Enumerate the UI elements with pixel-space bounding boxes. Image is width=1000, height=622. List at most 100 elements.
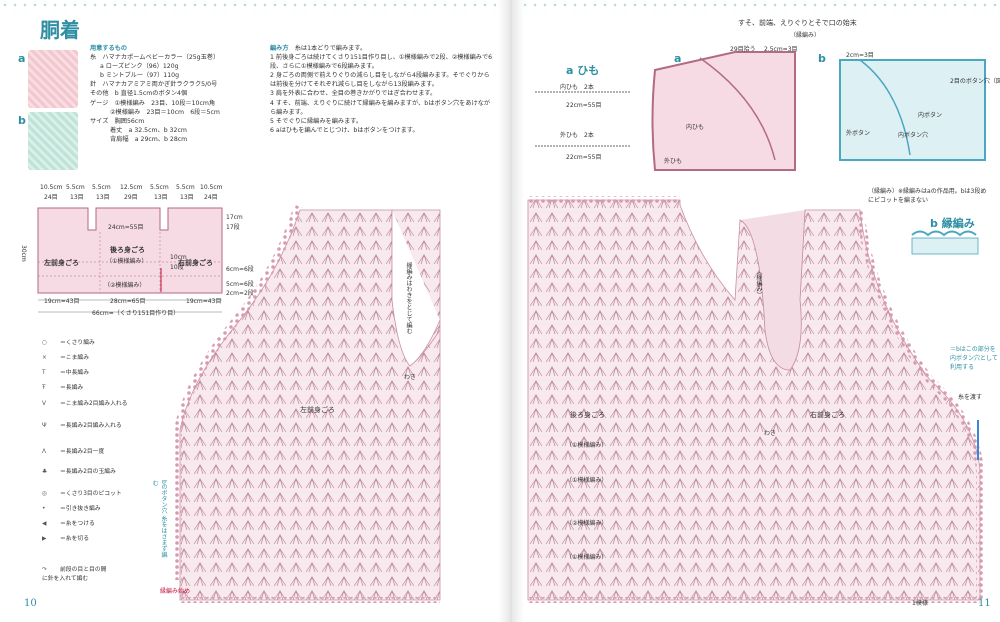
symbol-legend-item: ◀＝糸をつける: [42, 521, 95, 527]
garment-a-note: 外ひも: [664, 158, 683, 165]
dim-side-label: 2cm=2段: [226, 290, 254, 297]
bottom-dim: 28cm=65目: [110, 298, 146, 305]
garment-b-note: 内ボタン: [918, 112, 943, 119]
left-front-label: 左前身ごろ: [44, 259, 79, 267]
method-step: 3 肩を外表に合わせ、全目の巻きかがりではぎ合わせます。: [270, 90, 437, 98]
edge-start-label: 縁編み始め: [160, 588, 191, 595]
dim-label: 12.5cm: [120, 184, 143, 191]
garment-b-note: 2cm=3目: [846, 52, 874, 59]
dim-label: 24目: [44, 194, 58, 201]
garment-a-tag: a: [674, 52, 682, 65]
dim-label: 13目: [154, 194, 168, 201]
garment-a-diagram: [651, 51, 796, 171]
back-chart-label: 後ろ身ごろ: [570, 411, 605, 419]
method-header: 編み方: [270, 45, 289, 52]
cord-inner-length: 22cm=55目: [566, 102, 602, 109]
one-pattern-label: 1模様: [912, 600, 928, 607]
sample-a-photo: [28, 50, 78, 108]
symbol-legend-item: Ŧ＝長編み: [42, 385, 84, 391]
dim-label: 13目: [70, 194, 84, 201]
garment-b-note: 内ボタン穴: [898, 132, 929, 139]
symbol-legend-item: ↷前段の目と目の間に針を入れて編む: [42, 567, 107, 582]
pattern-label: （①模様編み）: [566, 554, 608, 561]
garment-a-note: 2.5cm=3目: [764, 46, 798, 53]
dim-label: 5.5cm: [92, 184, 111, 191]
page-number-left: 10: [24, 598, 37, 609]
pattern-label: （①模様編み）: [566, 477, 608, 484]
bottom-dim: 19cm=43目: [186, 298, 222, 305]
cord-outer-length: 22cm=55目: [566, 154, 602, 161]
hem-diagram-title: すそ、前端、えりぐりとそで口の始末: [738, 19, 857, 27]
waki-label: わき: [404, 374, 417, 381]
method-step: 5 そでぐりに縁編みを編みます。: [270, 117, 363, 125]
height-label: 30cm: [20, 245, 27, 262]
dim-side-label: 17段: [226, 224, 240, 231]
b-edging-title: b 縁編み: [930, 217, 975, 230]
body-schematic: [37, 207, 223, 313]
back-body-label: 後ろ身ごろ: [110, 246, 145, 254]
dim-label: 29目: [124, 194, 138, 201]
left-front-chart-label: 左前身ごろ: [300, 406, 335, 414]
cord-inner-label: 内ひも 2本: [560, 84, 594, 91]
method-step: 6 aはひもを編んでとじつけ、bはボタンをつけます。: [270, 126, 419, 134]
symbol-legend-item: ×＝こま編み: [42, 355, 89, 361]
pattern2-label: （②模様編み）: [104, 282, 146, 289]
dim-label: 5.5cm: [150, 184, 169, 191]
materials-line: b ミントブルー（97）110g: [100, 72, 180, 80]
method-lead: 糸は1本どりで編みます。: [294, 45, 367, 52]
dim-label: 13目: [180, 194, 194, 201]
sample-b-label: b: [18, 114, 26, 127]
edging-note: （縁編み）※縁編みはaの作品用。bは3段めにピコットを編まない: [868, 188, 987, 204]
symbol-legend-item: V＝こま編み2目編み入れる: [42, 401, 128, 407]
page-title: 胴着: [40, 18, 80, 42]
dim-label: 10.5cm: [200, 184, 223, 191]
method-step: 1 前後身ごろは続けてくさり151目作り目し、①模様編みで2段、②模様編みで6段…: [270, 54, 493, 71]
dim-side-label: 17cm: [226, 214, 243, 221]
materials-line: 糸 ハマナカポームベビーカラー（25g玉巻）: [90, 54, 220, 62]
garment-a-note: 29目拾う: [730, 46, 756, 53]
materials-line: ②模様編み 23目＝10cm 6段＝5cm: [110, 108, 220, 116]
garment-b-note: 外ボタン: [846, 130, 871, 137]
method-step: 4 すそ、前端、えりぐりに続けて縁編みを編みますが、bはボタン穴をあけながら編み…: [270, 99, 491, 116]
materials-line: a ローズピンク（96）120g: [100, 63, 179, 71]
b-buttonhole-part-note: ＝bはこの部分を内ボタン穴として利用する: [950, 346, 998, 371]
back-pattern-label: （①模様編み）: [566, 442, 608, 449]
materials-line: 背肩幅 a 29cm、b 28cm: [110, 135, 188, 143]
materials-header: 用意するもの: [90, 45, 128, 52]
garment-b-note: 2目のボタン穴（図参照）: [950, 78, 1000, 85]
dim-side-label: 5cm=6段: [226, 281, 254, 288]
bottom-dim: 19cm=43目: [44, 298, 80, 305]
symbol-legend-item: Λ＝長編み2目一度: [42, 449, 105, 455]
cord-diagram: [535, 91, 630, 147]
materials-line: ゲージ ①模様編み 23目、10段＝10cm角: [90, 99, 216, 107]
b-buttonhole-note: bのボタン穴 糸をはさまず編む: [151, 480, 167, 558]
symbol-legend-item: ♣＝長編み2目の玉編み: [42, 469, 116, 475]
yarn-note: 糸を渡す: [958, 394, 983, 401]
symbol-legend-item: •＝引き抜き編み: [42, 506, 101, 512]
dim-label: 5.5cm: [176, 184, 195, 191]
left-chart: [174, 204, 441, 603]
symbol-legend-item: ○＝くさり編み: [42, 340, 95, 346]
pattern1-label: （①模様編み）: [106, 258, 148, 265]
cord-outer-label: 外ひも 2本: [560, 132, 594, 139]
method-block: 編み方 糸は1本どりで編みます。 1 前後身ごろは続けてくさり151目作り目し、…: [270, 44, 495, 135]
dim-side-label: 10cm: [170, 254, 187, 261]
center-note: 縁編みはわきをとじて編む: [405, 262, 412, 334]
method-step: 2 身ごろの両側で前えりぐりの減らし目をしながら4段編みます。そでぐりからは前後…: [270, 72, 490, 89]
materials-line: その他 b 直径1.5cmのボタン4個: [90, 90, 188, 98]
symbol-legend-item: T＝中長編み: [42, 370, 89, 376]
materials-line: 針 ハマナカアミアミ両かぎ針ラクラク5/0号: [90, 81, 218, 89]
hem-diagram-subtitle: （縁編み）: [790, 32, 821, 39]
cord-title: a ひも: [566, 64, 600, 77]
right-front-label: 右前身ごろ: [178, 259, 213, 267]
symbol-legend-item: ◎＝くさり3目のピコット: [42, 491, 122, 497]
dim-label: 24目: [204, 194, 218, 201]
garment-b-diagram: [839, 59, 986, 161]
materials-block: 用意するもの 糸 ハマナカポームベビーカラー（25g玉巻） a ローズピンク（9…: [90, 44, 260, 144]
materials-line: サイズ 胸囲56cm: [90, 117, 145, 125]
dim-side-label: 10段: [170, 264, 184, 271]
right-chart: [527, 196, 984, 603]
sample-a-label: a: [18, 52, 26, 65]
garment-b-tag: b: [818, 52, 826, 65]
